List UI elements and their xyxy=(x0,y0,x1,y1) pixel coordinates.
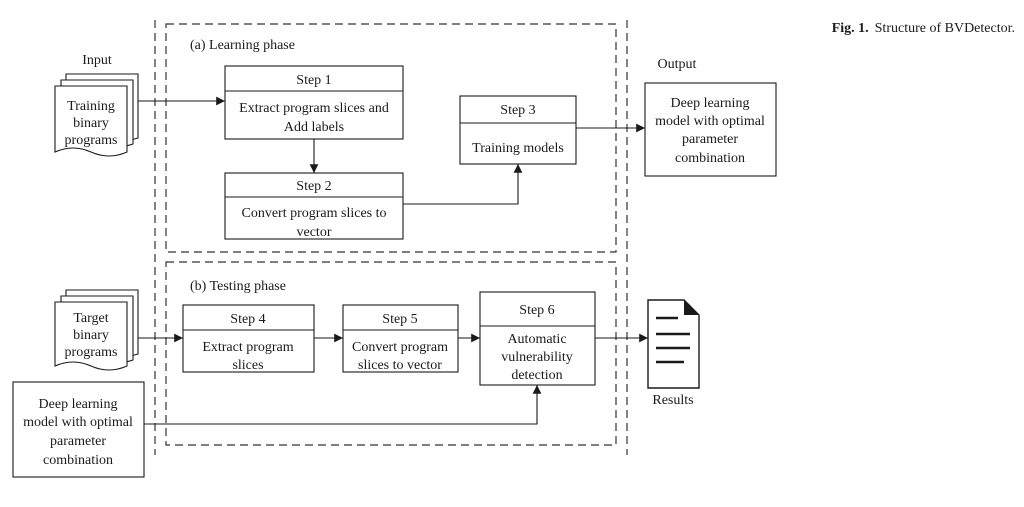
model-input-line-3: parameter xyxy=(50,434,106,449)
target-doc-line-1: Target xyxy=(73,311,108,326)
document-icon xyxy=(647,299,700,389)
learning-phase-frame xyxy=(165,23,617,253)
model-input-line-2: model with optimal xyxy=(23,415,133,430)
step1-box: Step 1 Extract program slices and Add la… xyxy=(224,65,404,140)
model-input-box: Deep learning model with optimal paramet… xyxy=(12,381,145,478)
model-input-line-4: combination xyxy=(43,453,113,468)
target-programs-doc: Target binary programs xyxy=(54,289,139,371)
output-box-line-2: model with optimal xyxy=(655,114,765,129)
step1-title: Step 1 xyxy=(296,73,331,88)
output-box-line-4: combination xyxy=(675,151,745,166)
testing-phase-frame xyxy=(165,261,617,446)
training-doc-line-2: binary xyxy=(73,116,109,131)
output-box-line-1: Deep learning xyxy=(671,96,750,111)
figure-caption: Fig. 1. Structure of BVDetector. xyxy=(832,21,1015,36)
target-doc-line-2: binary xyxy=(73,328,109,343)
training-programs-doc: Training binary programs xyxy=(54,73,139,157)
step2-body-2: vector xyxy=(297,225,332,240)
arrow-step2-to-step3 xyxy=(403,164,523,205)
step6-body-1: Automatic xyxy=(507,332,566,347)
step6-title: Step 6 xyxy=(519,303,554,318)
step6-body-2: vulnerability xyxy=(501,350,573,365)
step2-title: Step 2 xyxy=(296,179,331,194)
output-model-box: Deep learning model with optimal paramet… xyxy=(644,82,777,177)
learning-phase-label: (a) Learning phase xyxy=(190,38,295,53)
step4-box: Step 4 Extract program slices xyxy=(182,304,315,373)
output-label: Output xyxy=(658,57,697,72)
step5-box: Step 5 Convert program slices to vector xyxy=(342,304,459,373)
target-doc-line-3: programs xyxy=(65,345,118,360)
output-box-line-3: parameter xyxy=(682,132,738,147)
model-input-line-1: Deep learning xyxy=(39,397,118,412)
figure-caption-text: Structure of BVDetector. xyxy=(875,21,1015,36)
step1-body-1: Extract program slices and xyxy=(239,101,389,116)
step4-title: Step 4 xyxy=(230,312,265,327)
step3-body-1: Training models xyxy=(472,141,564,156)
arrow-model-to-step6 xyxy=(144,385,542,425)
step2-box: Step 2 Convert program slices to vector xyxy=(224,172,404,240)
step3-title: Step 3 xyxy=(500,103,535,118)
step3-box: Step 3 Training models xyxy=(459,95,577,165)
step5-title: Step 5 xyxy=(382,312,417,327)
testing-phase-label: (b) Testing phase xyxy=(190,279,286,294)
figure-caption-label: Fig. 1. xyxy=(832,21,869,36)
training-doc-line-1: Training xyxy=(67,99,115,114)
results-label: Results xyxy=(652,393,693,408)
step6-body-3: detection xyxy=(511,368,562,383)
step5-body-2: slices to vector xyxy=(358,358,442,373)
step4-body-2: slices xyxy=(232,358,263,373)
training-doc-line-3: programs xyxy=(65,133,118,148)
step4-body-1: Extract program xyxy=(202,340,293,355)
input-label: Input xyxy=(82,53,112,68)
step2-body-1: Convert program slices to xyxy=(241,206,386,221)
step5-body-1: Convert program xyxy=(352,340,448,355)
step1-body-2: Add labels xyxy=(284,120,344,135)
step6-box: Step 6 Automatic vulnerability detection xyxy=(479,291,596,386)
